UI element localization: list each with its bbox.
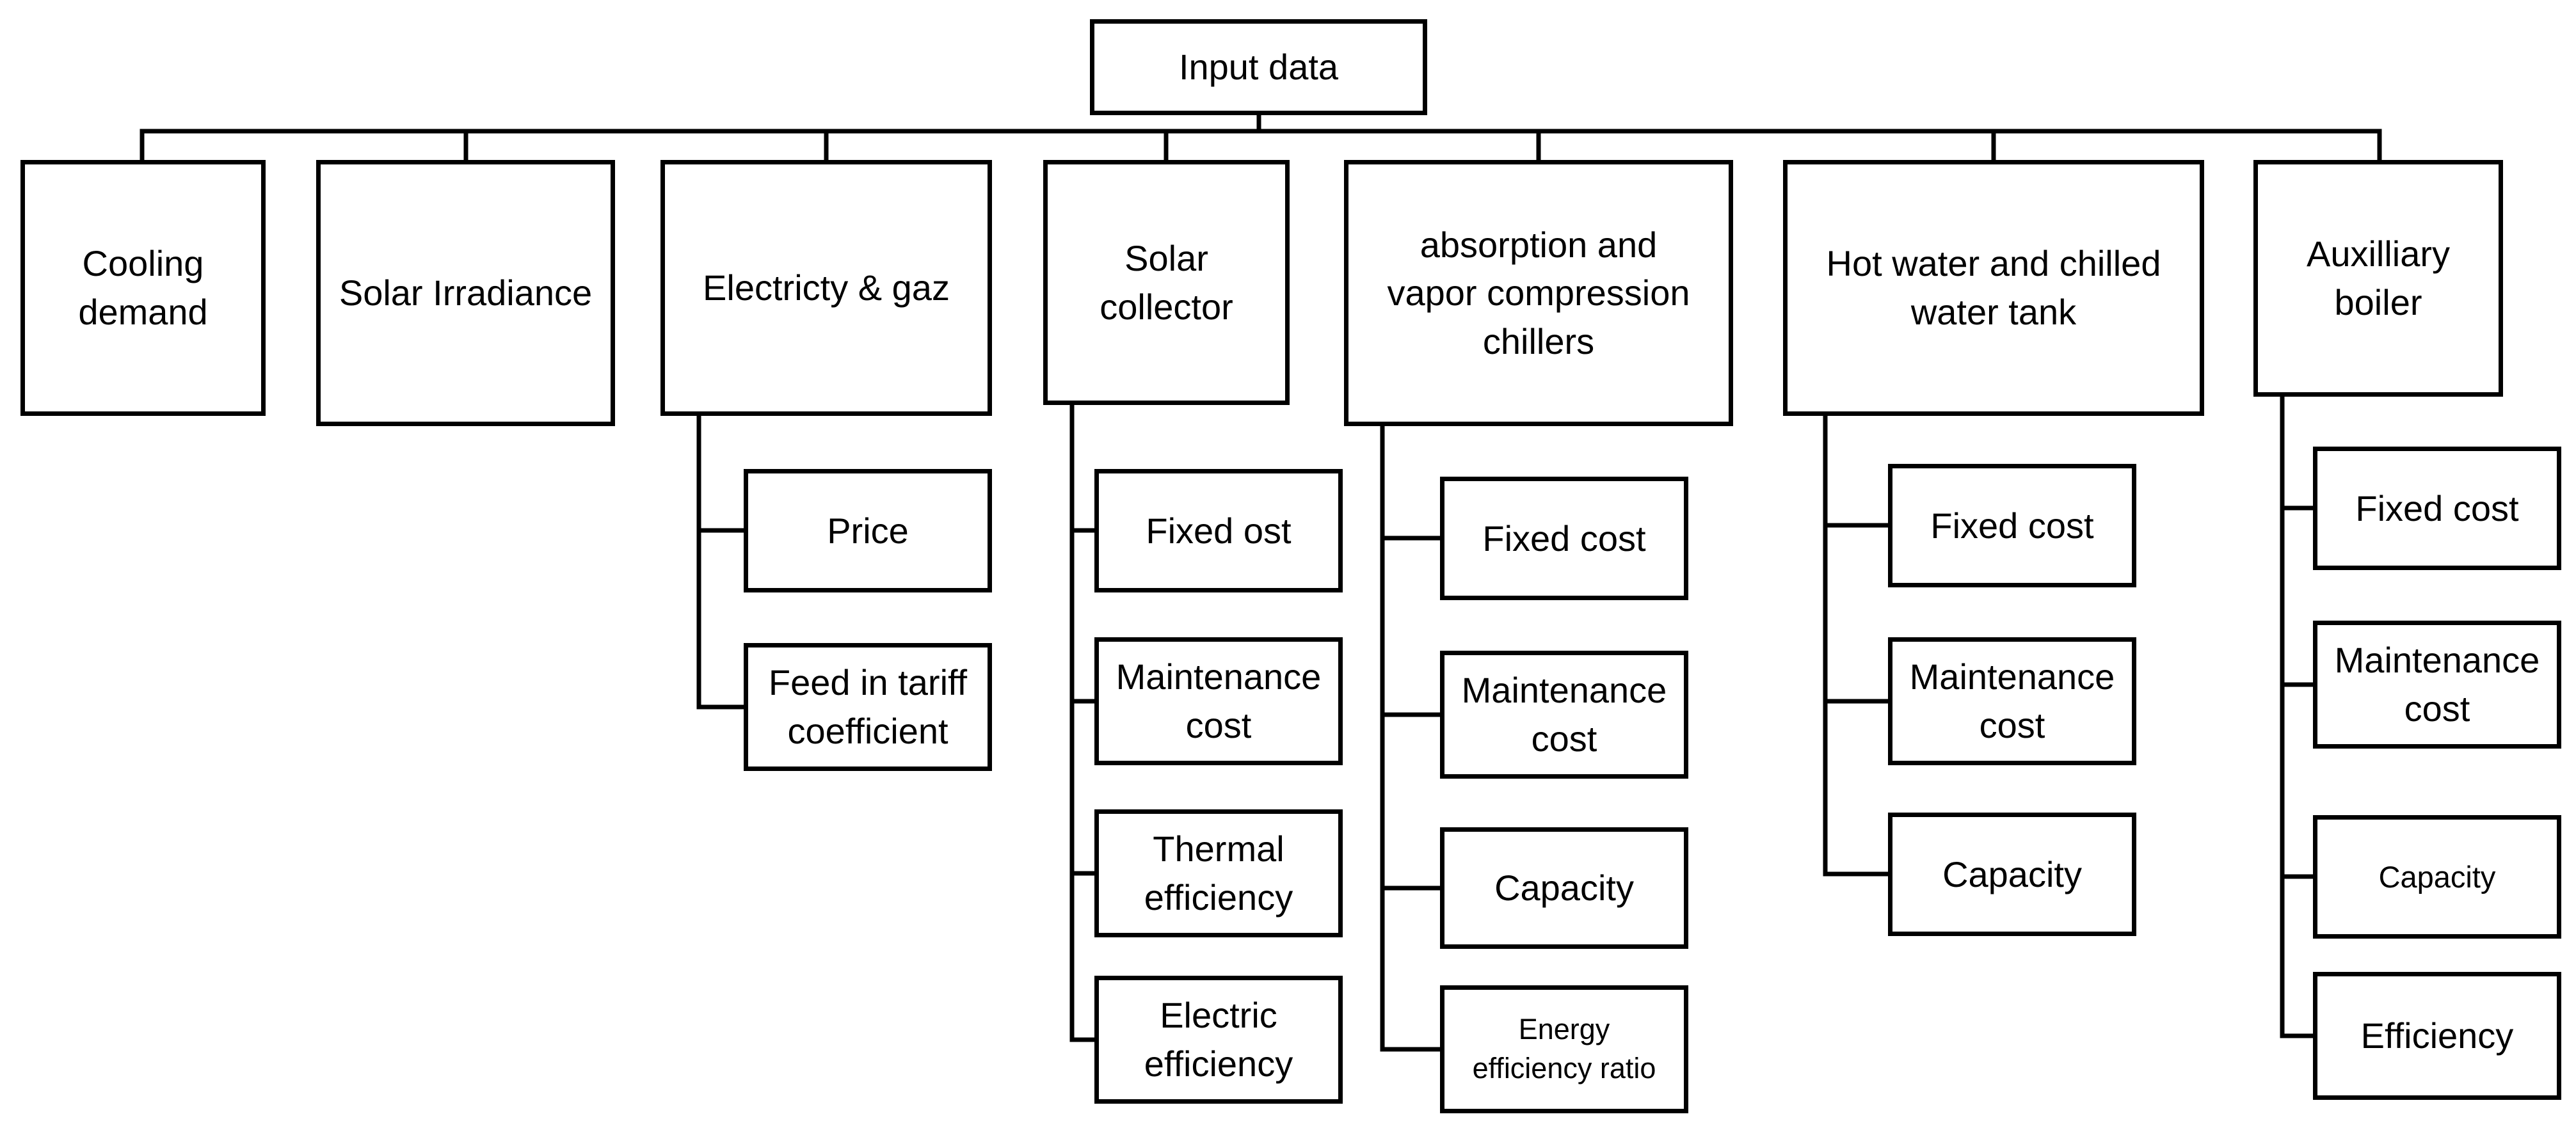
leaf-box-price: Price (744, 469, 992, 592)
leaf-box-capacity: Capacity (1888, 813, 2136, 936)
leaf-box-thermal-efficiency: Thermal efficiency (1094, 809, 1343, 937)
leaf-box-capacity: Capacity (1440, 827, 1688, 949)
category-box-solar-collector: Solar collector (1043, 160, 1290, 405)
leaf-box-fixed-cost: Fixed cost (2313, 447, 2561, 570)
leaf-box-efficiency: Efficiency (2313, 972, 2561, 1100)
category-box-auxiliary-boiler: Auxilliary boiler (2253, 160, 2503, 397)
leaf-box-maintenance-cost: Maintenance cost (1888, 637, 2136, 765)
leaf-box-maintenance-cost: Maintenance cost (2313, 621, 2561, 749)
leaf-box-feed-in-tariff: Feed in tariff coefficient (744, 643, 992, 771)
leaf-box-fixed-ost: Fixed ost (1094, 469, 1343, 592)
root-box-input-data: Input data (1090, 19, 1427, 115)
leaf-box-fixed-cost: Fixed cost (1440, 477, 1688, 600)
category-box-chillers: absorption and vapor compression chiller… (1344, 160, 1733, 426)
category-box-water-tank: Hot water and chilled water tank (1783, 160, 2204, 416)
category-box-electricity-gaz: Electricty & gaz (660, 160, 992, 416)
leaf-box-fixed-cost: Fixed cost (1888, 464, 2136, 587)
category-box-solar-irradiance: Solar Irradiance (316, 160, 615, 426)
leaf-box-maintenance-cost: Maintenance cost (1440, 651, 1688, 779)
leaf-box-energy-efficiency-ratio: Energy efficiency ratio (1440, 985, 1688, 1113)
leaf-box-maintenance-cost: Maintenance cost (1094, 637, 1343, 765)
leaf-box-capacity: Capacity (2313, 815, 2561, 939)
category-box-cooling-demand: Cooling demand (20, 160, 266, 416)
leaf-box-electric-efficiency: Electric efficiency (1094, 976, 1343, 1104)
